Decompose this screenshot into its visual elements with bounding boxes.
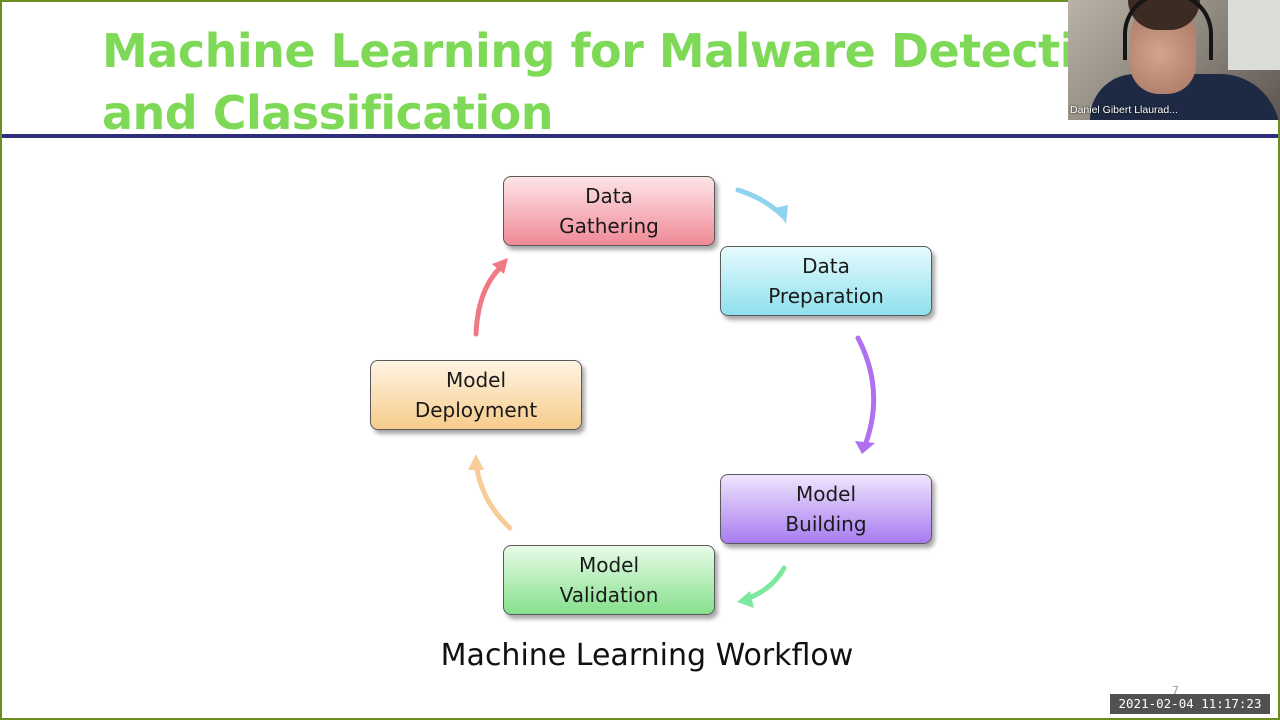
slide-title-line2: and Classification <box>102 86 554 140</box>
node-data-preparation: Data Preparation <box>720 246 932 316</box>
video-background-window <box>1228 0 1280 70</box>
node-model-deployment-line2: Deployment <box>414 398 538 422</box>
slide-title-line1: Machine Learning for Malware Detection <box>102 24 1139 78</box>
node-model-deployment-line1: Model <box>445 368 507 392</box>
headset-icon <box>1123 0 1213 60</box>
node-model-building-line2: Building <box>785 512 867 536</box>
slide-title: Machine Learning for Malware Detection a… <box>102 20 1202 144</box>
node-model-validation-line2: Validation <box>559 583 659 607</box>
arrow-deployment-to-gathering <box>473 258 508 337</box>
arrow-preparation-to-building <box>855 335 877 454</box>
node-model-validation: Model Validation <box>503 545 715 615</box>
node-model-building-line1: Model <box>795 482 857 506</box>
node-data-gathering-line2: Gathering <box>559 214 659 238</box>
arrow-building-to-validation <box>737 565 787 608</box>
node-data-preparation-line2: Preparation <box>768 284 884 308</box>
node-data-gathering-line1: Data <box>585 184 633 208</box>
page-number: 7 <box>1172 684 1179 697</box>
title-divider <box>2 134 1278 138</box>
participant-name-label: Daniel Gibert Llaurad... <box>1070 104 1178 116</box>
node-data-gathering: Data Gathering <box>503 176 715 246</box>
node-model-deployment: Model Deployment <box>370 360 582 430</box>
arrow-gathering-to-preparation <box>735 187 788 224</box>
node-model-building: Model Building <box>720 474 932 544</box>
arrow-validation-to-deployment <box>468 454 513 531</box>
node-model-validation-line1: Model <box>578 553 640 577</box>
participant-video-tile[interactable]: Daniel Gibert Llaurad... <box>1068 0 1280 120</box>
recording-timestamp: 2021-02-04 11:17:23 <box>1110 694 1270 714</box>
node-data-preparation-line1: Data <box>802 254 850 278</box>
diagram-caption: Machine Learning Workflow <box>440 638 854 673</box>
